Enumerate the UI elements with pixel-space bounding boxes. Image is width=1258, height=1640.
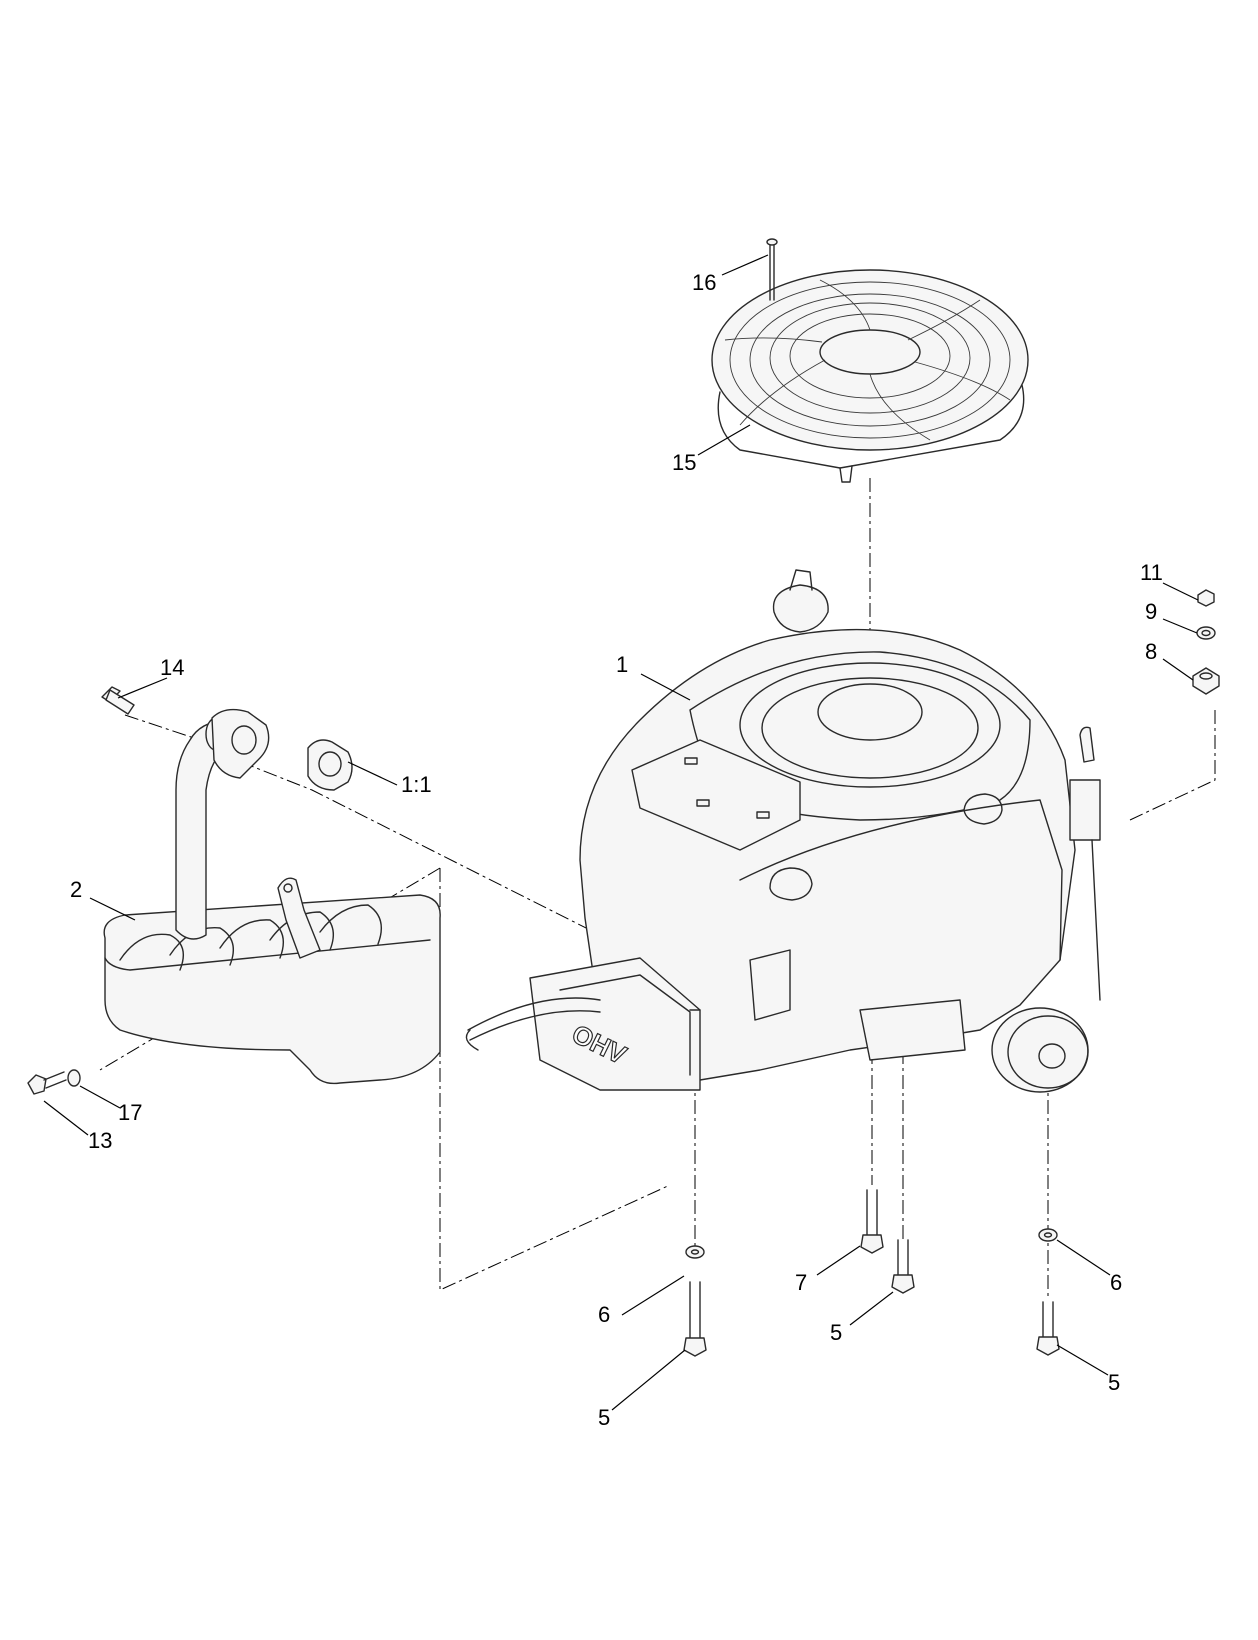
washer-part-6-right [1038,1228,1058,1242]
screw-part-16 [766,238,778,301]
screw-part-13 [27,1071,67,1095]
bolt-part-5-middle [891,1239,915,1294]
bolt-part-5-left [683,1281,707,1357]
washer-part-9 [1196,626,1216,640]
muffler-part [103,708,441,1085]
blower-screen-part [711,269,1029,483]
callout-13: 13 [88,1128,112,1153]
callout-5-middle: 5 [830,1320,842,1345]
bolt-part-14 [101,686,135,715]
bolt-part-7 [860,1189,884,1254]
callout-16: 16 [692,270,716,295]
callout-6-left: 6 [598,1302,610,1327]
exhaust-gasket-part [307,739,353,791]
callout-labels: 16 15 11 9 8 1 14 1:1 2 17 13 6 7 5 6 5 … [70,270,1163,1430]
washer-part-6-left [685,1245,705,1259]
callout-2: 2 [70,877,82,902]
callout-6-right: 6 [1110,1270,1122,1295]
engine-assembly-part: OHV [465,569,1101,1093]
callout-1: 1 [616,652,628,677]
callout-15: 15 [672,450,696,475]
leader-lines [43,254,1199,1411]
callout-5-left: 5 [598,1405,610,1430]
callout-11: 11 [1140,560,1163,585]
callout-7: 7 [795,1270,807,1295]
callout-5-right: 5 [1108,1370,1120,1395]
nut-part-11 [1197,589,1215,607]
nut-part-8 [1192,667,1220,695]
callout-17: 17 [118,1100,142,1125]
callout-1-1: 1:1 [401,772,432,797]
callout-14: 14 [160,655,184,680]
bolt-part-5-right [1036,1301,1060,1356]
callout-8: 8 [1145,639,1157,664]
callout-9: 9 [1145,599,1157,624]
washer-part-17 [67,1069,81,1087]
